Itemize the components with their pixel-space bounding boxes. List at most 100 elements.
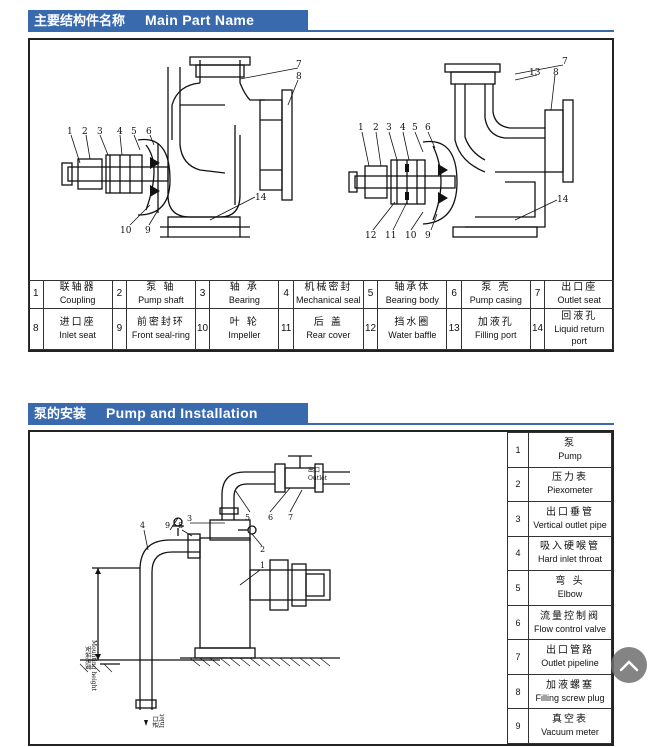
part-number: 2 (111, 280, 128, 309)
section-title-en: Main Part Name (145, 12, 255, 28)
right-label: 8 (553, 68, 559, 78)
part-name-en: Inlet seat (59, 329, 96, 340)
right-label: 5 (412, 123, 418, 133)
install-part-number: 3 (507, 501, 529, 537)
install-part-name-zh: 泵 (564, 437, 576, 449)
left-label: 10 (120, 226, 132, 236)
install-part-name-zh: 出口管路 (546, 645, 594, 657)
section-header-underline (28, 423, 614, 425)
install-part-number: 7 (507, 639, 529, 675)
install-label: 9 (165, 521, 170, 530)
install-part-number: 2 (507, 466, 529, 503)
part-name-en: Bearing (228, 295, 260, 306)
installation-frame (28, 430, 614, 746)
left-label: 5 (131, 127, 137, 137)
section-header-main-part-name: 主要结构件名称 Main Part Name (28, 10, 308, 30)
left-label: 4 (117, 127, 123, 137)
part-number: 4 (278, 280, 295, 309)
right-label: 14 (557, 195, 569, 205)
part-name-zh: 加液孔 (477, 316, 514, 328)
part-number: 8 (28, 307, 44, 351)
right-label: 3 (386, 123, 392, 133)
part-number: 9 (111, 307, 128, 351)
height-label-zh: 安装高度 (84, 646, 92, 670)
left-label: 14 (255, 193, 267, 203)
install-part-number: 5 (507, 570, 529, 606)
install-label: 5 (245, 513, 250, 522)
installation-drawing: 4 9 8 3 5 6 7 2 1 出口 Outlet 进口 Inlet 安装高… (79, 455, 350, 728)
part-number: 1 (28, 280, 44, 309)
part-name-zh: 挡水圈 (394, 316, 431, 328)
install-part-name-zh: 加液螺塞 (546, 679, 594, 691)
section-title-en: Pump and Installation (106, 405, 258, 421)
pump-drawing-right: 1 2 3 4 5 6 7 13 8 14 12 11 10 9 (348, 57, 574, 241)
right-label: 6 (425, 123, 431, 133)
left-label: 6 (146, 127, 152, 137)
install-part-name-zh: 弯 头 (555, 575, 585, 587)
install-part-number: 4 (507, 535, 529, 572)
right-label: 12 (365, 231, 376, 241)
part-name-zh: 回液孔 (561, 310, 598, 322)
right-label: 1 (358, 123, 364, 133)
part-name-zh: 泵 轴 (146, 282, 176, 294)
section-header-underline (28, 30, 614, 32)
install-label: 1 (260, 561, 265, 570)
pump-drawing-left: 1 2 3 4 5 6 7 8 10 9 14 (61, 56, 302, 238)
part-name-zh: 泵 壳 (481, 282, 511, 294)
part-name-zh: 叶 轮 (229, 316, 259, 328)
part-name-en: Rear cover (306, 329, 351, 340)
right-label: 13 (529, 68, 541, 78)
install-label: 3 (187, 514, 192, 523)
install-part-number: 9 (507, 708, 529, 744)
install-part-name-en: Vacuum meter (541, 727, 599, 738)
install-part-number: 6 (507, 604, 529, 641)
install-part-name-en: Piexometer (547, 485, 593, 496)
right-label: 4 (400, 123, 406, 133)
install-label: 8 (178, 521, 183, 530)
part-name-en: Pump shaft (138, 295, 184, 306)
install-part-name-zh: 压力表 (552, 472, 588, 484)
outlet-label-en: Outlet (308, 475, 328, 482)
part-number: 12 (362, 307, 379, 351)
scroll-top-button[interactable] (611, 647, 647, 683)
part-name-zh: 轴 承 (229, 282, 259, 294)
install-part-name-en: Filling screw plug (535, 692, 605, 703)
part-number: 11 (278, 307, 295, 351)
part-number: 3 (194, 280, 211, 309)
left-label: 7 (296, 60, 302, 70)
install-part-name-en: Elbow (557, 588, 583, 599)
install-label: 7 (288, 513, 293, 522)
chevron-up-icon (619, 660, 639, 672)
part-number: 6 (446, 280, 463, 309)
part-number: 13 (446, 307, 463, 351)
part-name-zh: 后 盖 (313, 316, 343, 328)
section-title-zh: 主要结构件名称 (34, 14, 126, 29)
part-number: 14 (529, 307, 546, 351)
right-label: 10 (405, 231, 417, 241)
part-name-en: Impeller (228, 329, 261, 340)
